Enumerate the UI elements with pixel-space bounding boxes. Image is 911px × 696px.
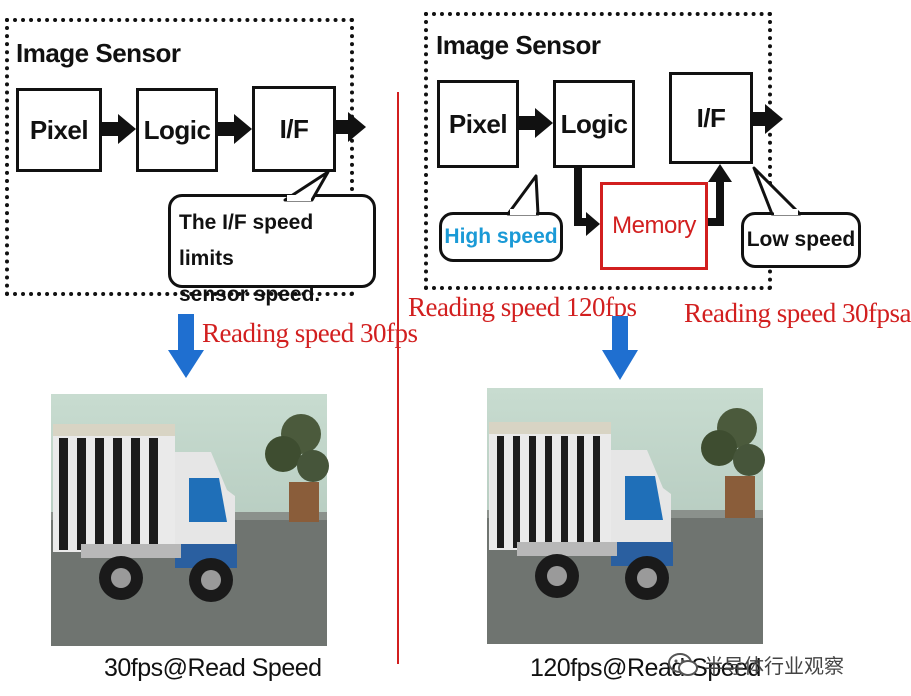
watermark: 半导体行业观察 (668, 650, 844, 679)
right-sensor-title: Image Sensor (436, 30, 601, 60)
right-arrow-memory-if (708, 180, 724, 226)
right-arrow-pixel-logic (519, 108, 553, 138)
left-logic-block: Logic (136, 88, 218, 172)
right-reading-speed-out: Reading speed 30fpsa (684, 298, 911, 328)
right-sensor-box (424, 12, 772, 290)
high-speed-tail (506, 174, 540, 216)
left-sensor-box (5, 18, 354, 296)
left-reading-speed: Reading speed 30fps (202, 318, 418, 348)
divider-line (397, 92, 399, 664)
right-arrow-logic-memory (574, 168, 588, 226)
left-callout-line-1: The I/F speed limits (179, 211, 314, 270)
left-sensor-title: Image Sensor (16, 38, 181, 68)
right-arrowhead-memory (586, 212, 600, 236)
diagram-arrows (102, 104, 802, 380)
right-truck-photo (487, 388, 765, 644)
right-arrow-if-out (753, 104, 783, 134)
right-blue-down-arrow (602, 316, 638, 380)
right-caption: 120fps@Read Speed (530, 654, 761, 682)
left-truck-photo (51, 394, 329, 646)
left-pixel-block: Pixel (16, 88, 102, 172)
left-callout-line-2: sensor speed. (179, 283, 321, 306)
right-pixel-block: Pixel (437, 80, 519, 168)
left-blue-down-arrow (168, 314, 204, 378)
right-arrowhead-if (708, 164, 732, 182)
right-logic-block: Logic (553, 80, 635, 168)
watermark-text: 半导体行业观察 (704, 654, 844, 678)
wechat-icon (668, 652, 698, 676)
left-if-callout: The I/F speed limits sensor speed. (168, 194, 376, 306)
right-if-block: I/F (669, 72, 753, 164)
left-caption: 30fps@Read Speed (104, 654, 322, 682)
low-speed-tail (752, 166, 802, 216)
right-memory-block: Memory (600, 182, 708, 270)
left-if-block: I/F (252, 86, 336, 172)
left-arrow-if-out (336, 112, 366, 142)
left-arrow-logic-if (218, 114, 252, 144)
high-speed-callout: High speed (439, 212, 563, 262)
right-reading-speed-in: Reading speed 120fps (408, 292, 637, 322)
left-arrow-pixel-logic (102, 114, 136, 144)
